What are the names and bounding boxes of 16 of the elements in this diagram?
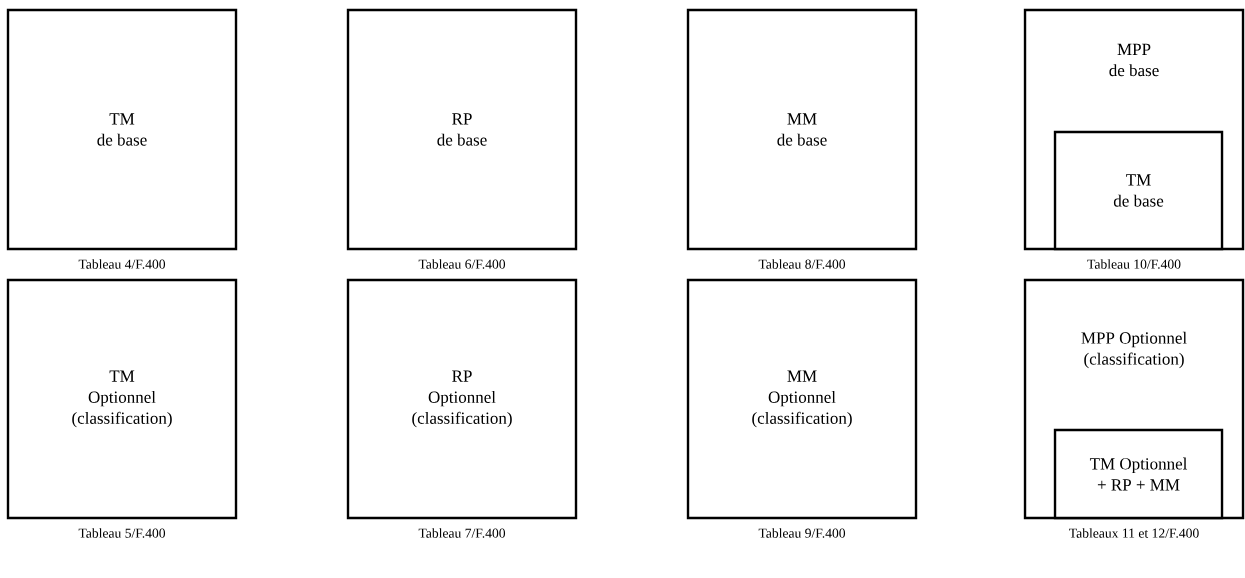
node-label: Tableau 9/F.400 (758, 528, 846, 538)
box: RP Optionnel (classification) (346, 278, 578, 520)
box: MM Optionnel (classification) (686, 278, 918, 520)
nested-box: TM de base (1053, 130, 1224, 251)
node-label: Tableau 8/F.400 (758, 259, 846, 269)
node-label: Tableau 4/F.400 (78, 259, 166, 269)
nested-box: TM Optionnel + RP + MM (1053, 428, 1224, 520)
node-label: Tableau 5/F.400 (78, 528, 166, 538)
box: RP de base (346, 8, 578, 251)
node-label: Tableau 7/F.400 (418, 528, 506, 538)
node-label: Tableau 6/F.400 (418, 259, 506, 269)
box: TM Optionnel (classification) (6, 278, 238, 520)
box: TM de base (6, 8, 238, 251)
node-label: Tableau 10/F.400 (1087, 259, 1181, 269)
node-label: Tableaux 11 et 12/F.400 (1069, 528, 1199, 538)
box: MM de base (686, 8, 918, 251)
